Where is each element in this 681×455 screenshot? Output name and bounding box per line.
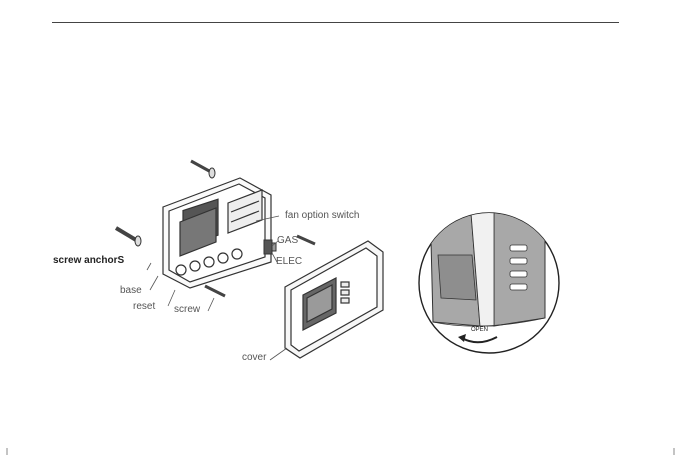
thermostat-base <box>163 178 271 288</box>
reset-label: reset <box>133 301 155 312</box>
left-screw-anchor <box>116 228 141 246</box>
fan-option-switch-label: fan option switch <box>285 210 360 221</box>
top-mounting-screw <box>191 161 215 178</box>
side-screw <box>297 236 315 244</box>
elec-label: ELEC <box>276 256 302 267</box>
cover-label: cover <box>242 352 266 363</box>
screw-anchors-label: screw anchorS <box>53 255 124 266</box>
base-label: base <box>120 285 142 296</box>
fan-option-switch <box>264 240 276 254</box>
screw-label: screw <box>174 304 200 315</box>
open-label: OPEN <box>471 327 488 333</box>
gas-label: GAS <box>277 235 298 246</box>
open-detail-circle <box>419 200 559 353</box>
bottom-screw <box>205 286 225 296</box>
